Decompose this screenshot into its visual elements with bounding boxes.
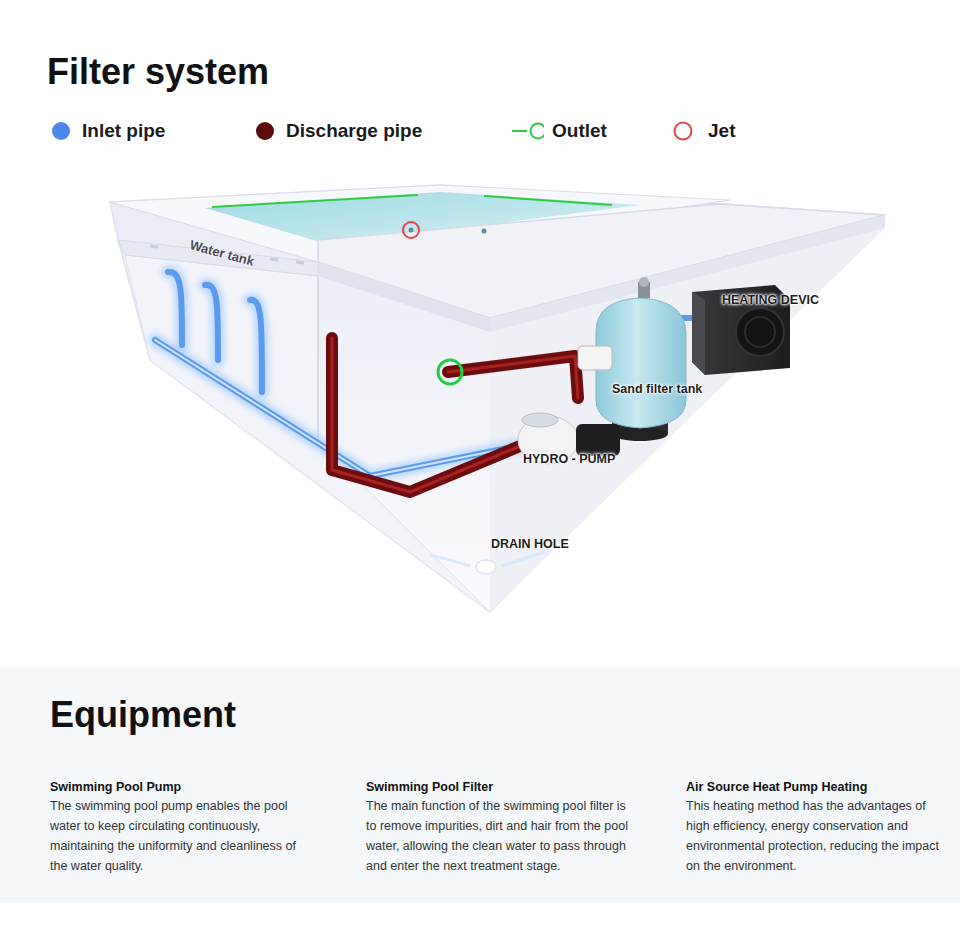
inlet-pipe <box>168 272 262 392</box>
legend-entry: Jet <box>708 119 735 143</box>
outlet-line <box>484 196 612 205</box>
filter-gauge <box>639 277 649 287</box>
text-holder: Air Source Heat Pump Heating <box>686 779 946 795</box>
equipment-description: This heating method has the advantages o… <box>686 796 940 876</box>
part-label: HEATING DEVIC <box>722 292 819 308</box>
discharge-pipe-highlight <box>332 338 520 492</box>
legend-text: Outlet <box>552 119 607 143</box>
legend-swatch <box>256 122 274 140</box>
filter-base-foot <box>612 427 668 441</box>
legend-entry: Outlet <box>552 119 607 143</box>
text-holder: Equipment <box>50 694 470 736</box>
part-label: HYDRO - PUMP <box>523 451 615 467</box>
tank-slot <box>150 246 158 247</box>
outlet-marker <box>438 360 462 384</box>
fan-grille <box>745 317 775 347</box>
text-holder: Swimming Pool Pump <box>50 779 320 795</box>
part-label: Sand filter tank <box>612 381 702 397</box>
label-holder: Water tank <box>190 237 256 253</box>
equipment-name: Swimming Pool Pump <box>50 779 320 795</box>
jet-nozzle <box>409 228 414 233</box>
text-holder: The main function of the swimming pool f… <box>366 796 632 876</box>
text-holder: Swimming Pool Filter <box>366 779 636 795</box>
tank-wall <box>317 276 319 440</box>
equipment-name: Swimming Pool Filter <box>366 779 636 795</box>
legend-line-sample <box>512 130 527 132</box>
multiport-valve <box>578 346 612 370</box>
inlet-pipes <box>155 272 720 476</box>
pool-housing <box>110 185 885 612</box>
text-holder: This heating method has the advantages o… <box>686 796 940 876</box>
label-holder: HEATING DEVIC <box>722 292 819 308</box>
jet-marker <box>403 222 419 238</box>
legend-entry: Discharge pipe <box>286 119 422 143</box>
page-title: Filter system <box>47 51 269 93</box>
legend-sample <box>510 120 544 142</box>
outlet-line <box>212 195 418 207</box>
label-holder: Sand filter tank <box>612 381 702 397</box>
pump-lid <box>522 413 558 427</box>
deck-front-edge <box>318 262 490 332</box>
heat-pump-fan <box>736 308 784 356</box>
discharge-pipes <box>332 338 578 492</box>
legend-sample <box>672 120 706 142</box>
section-heading: Equipment <box>50 694 470 736</box>
discharge-pipe-highlight <box>448 356 578 398</box>
jet-nozzle <box>482 229 487 234</box>
legend-text: Discharge pipe <box>286 119 422 143</box>
part-label: DRAIN HOLE <box>491 536 569 552</box>
legend-entry: Inlet pipe <box>82 119 165 143</box>
equipment-panel: EquipmentSwimming Pool PumpThe swimming … <box>0 668 960 903</box>
heat-pump-side <box>692 292 705 375</box>
legend-ring-sample <box>675 123 692 140</box>
equipment-name: Air Source Heat Pump Heating <box>686 779 946 795</box>
tank-slot <box>296 262 304 263</box>
deck-side-edge <box>490 215 885 332</box>
pump-motor <box>576 424 620 456</box>
legend-ring-sample <box>531 124 545 139</box>
title-holder: Filter system <box>47 51 269 93</box>
legend-sample <box>51 120 85 142</box>
text-holder: The swimming pool pump enables the pool … <box>50 796 312 876</box>
discharge-pipe <box>448 356 578 398</box>
label-holder: DRAIN HOLE <box>491 536 569 552</box>
tank-slot <box>270 259 278 260</box>
equipment-description: The swimming pool pump enables the pool … <box>50 796 312 876</box>
legend-sample <box>255 120 289 142</box>
legend-text: Jet <box>708 119 735 143</box>
drain-glow <box>430 552 545 566</box>
legend-swatch <box>52 122 70 140</box>
label-holder: HYDRO - PUMP <box>523 451 615 467</box>
drain-hole <box>476 560 496 574</box>
inlet-pipe-glow <box>168 272 262 392</box>
legend-text: Inlet pipe <box>82 119 165 143</box>
equipment-description: The main function of the swimming pool f… <box>366 796 632 876</box>
